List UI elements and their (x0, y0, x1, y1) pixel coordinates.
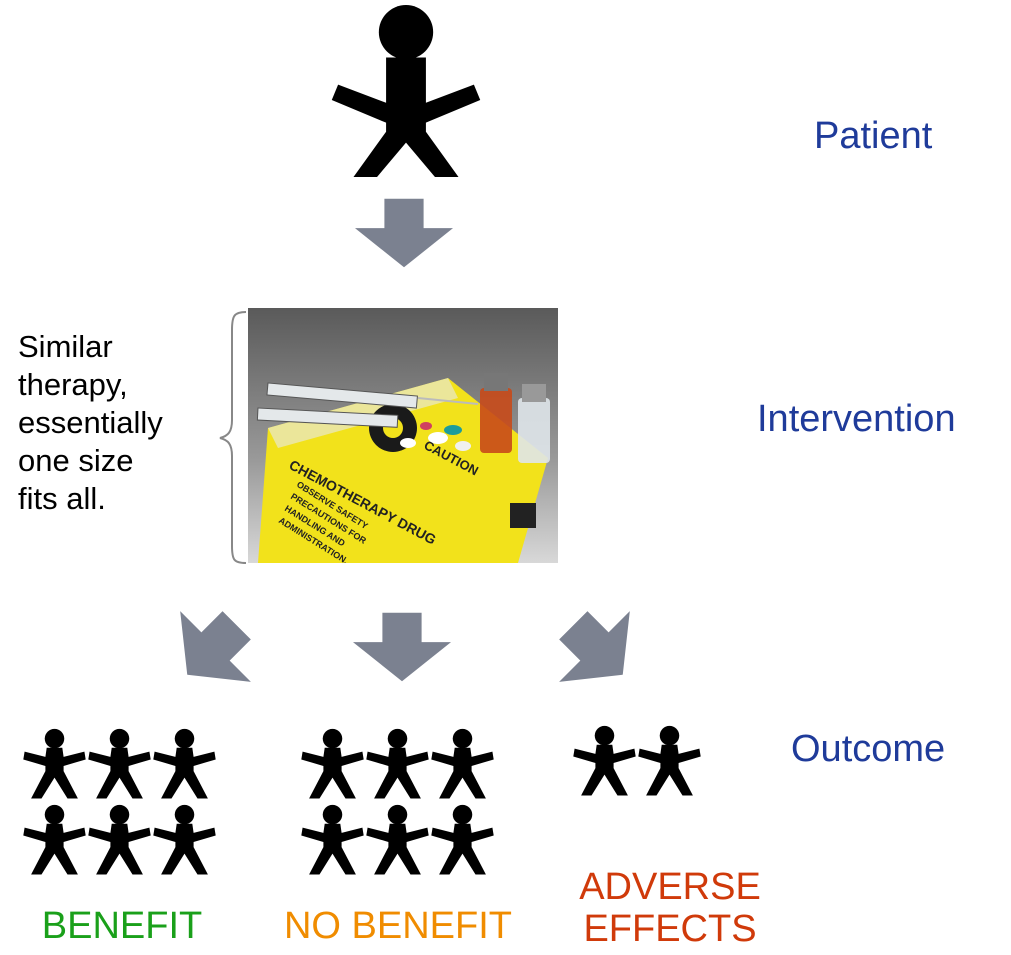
person-icon (87, 728, 152, 800)
adverse-group (572, 725, 702, 799)
arrow-down-left-icon (162, 605, 262, 695)
adverse-label-line: ADVERSE (579, 866, 761, 908)
chemotherapy-photo: CHEMOTHERAPY DRUG CAUTION OBSERVE SAFETY… (248, 308, 558, 563)
person-icon (300, 804, 365, 876)
no-benefit-label: NO BENEFIT (283, 905, 513, 947)
person-icon (22, 804, 87, 876)
person-icon (572, 725, 637, 797)
person-icon (365, 804, 430, 876)
person-icon (300, 728, 365, 800)
outcome-label: Outcome (791, 728, 946, 770)
benefit-label: BENEFIT (41, 905, 203, 947)
person-icon (22, 728, 87, 800)
note-line: therapy, (18, 367, 128, 402)
note-line: fits all. (18, 481, 106, 516)
curly-brace (216, 310, 248, 565)
adverse-label-line: EFFECTS (583, 908, 757, 950)
note-line: Similar (18, 329, 113, 364)
person-icon (430, 728, 495, 800)
arrow-down-icon (355, 198, 453, 268)
no-benefit-group (300, 728, 495, 876)
side-note: Similar therapy, essentially one size fi… (18, 328, 218, 518)
note-line: one size (18, 443, 134, 478)
intervention-label: Intervention (757, 398, 956, 440)
person-icon (365, 728, 430, 800)
person-icon (152, 804, 217, 876)
adverse-effects-label: ADVERSE EFFECTS (555, 866, 785, 950)
person-icon (152, 728, 217, 800)
benefit-group (22, 728, 217, 876)
patient-figure-icon (322, 5, 490, 177)
person-icon (430, 804, 495, 876)
arrow-down-icon (353, 612, 451, 682)
person-icon (87, 804, 152, 876)
person-icon (637, 725, 702, 797)
arrow-down-right-icon (548, 605, 648, 695)
patient-label: Patient (814, 115, 933, 157)
note-line: essentially (18, 405, 163, 440)
